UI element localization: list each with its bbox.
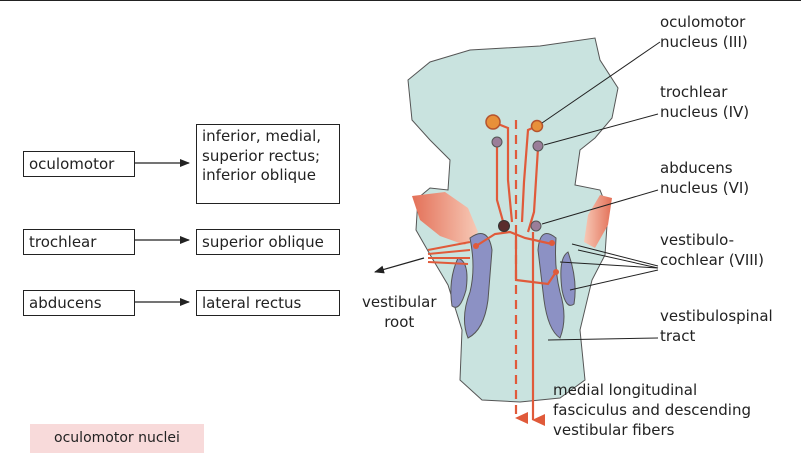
vestibular-root-arrow [375,258,424,272]
vestibulospinal-dot [553,269,559,275]
oculomotor-nucleus-left [486,115,500,129]
vestibular-dot-right [549,240,555,246]
trochlear-nerve-box: trochlear [23,229,135,255]
legend-oculomotor-nuclei: oculomotor nuclei [30,424,204,453]
vestibular-root-label: vestibular root [362,292,437,332]
abducens-targets-box: lateral rectus [196,290,340,316]
trochlear-nucleus-left [492,137,502,147]
vestibular-dot-left [473,243,479,249]
vestibulocochlear-label: vestibulo- cochlear (VIII) [660,230,764,270]
vestibulospinal-label: vestibulospinal tract [660,306,773,346]
abducens-nucleus-label: abducens nucleus (VI) [660,158,749,198]
trochlear-nucleus-label: trochlear nucleus (IV) [660,82,749,122]
oculomotor-targets-box: inferior, medial, superior rectus; infer… [196,124,340,204]
oculomotor-nerve-box: oculomotor [23,151,135,177]
trochlear-targets-box: superior oblique [196,229,340,255]
abducens-nucleus-right [531,221,541,231]
oculomotor-nucleus-right [532,121,543,132]
abducens-nerve-box: abducens [23,290,135,316]
connector-arrows [135,163,189,302]
abducens-nucleus-left [499,221,510,232]
mlf-label: medial longitudinal fasciculus and desce… [553,380,751,440]
oculomotor-nucleus-label: oculomotor nucleus (III) [660,12,748,52]
trochlear-nucleus-right [533,141,543,151]
